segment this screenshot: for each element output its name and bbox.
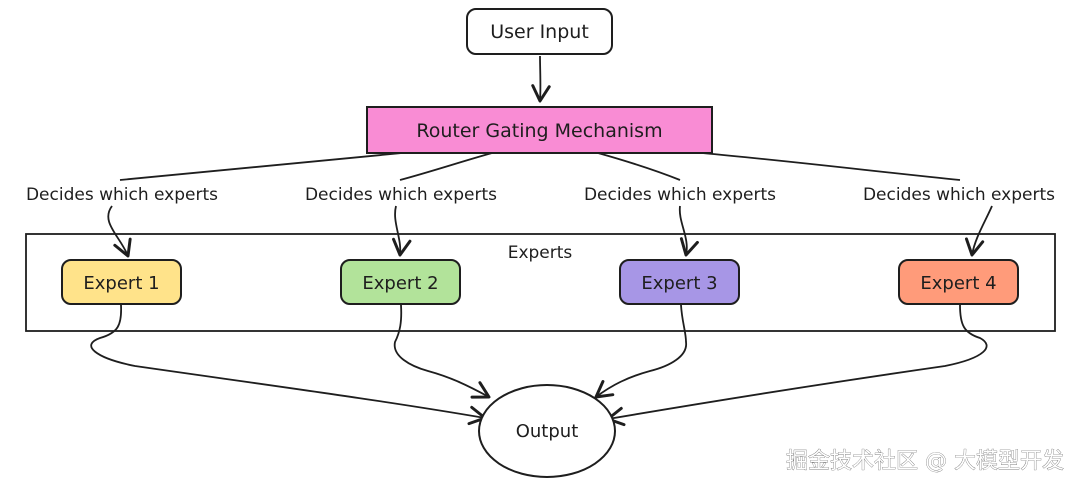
router-box [366, 106, 713, 154]
expert-node-1: Expert 1 [61, 259, 182, 305]
decision-label-2: Decides which experts [305, 185, 497, 205]
user-input-label: User Input [490, 21, 589, 43]
expert-box-4 [898, 259, 1019, 305]
expert-label-2: Expert 2 [362, 273, 438, 294]
output-arrow-3 [594, 304, 687, 399]
connector-2 [399, 152, 493, 181]
decision-arrow-2 [392, 205, 412, 257]
expert-box-2 [340, 259, 461, 305]
decision-arrow-1 [107, 205, 132, 258]
output-node: Output [478, 384, 616, 478]
router-label: Router Gating Mechanism [416, 120, 662, 142]
router-node: Router Gating Mechanism [366, 106, 713, 154]
expert-label-3: Expert 3 [641, 273, 717, 294]
output-ellipse [478, 384, 616, 478]
output-arrow-1 [90, 304, 487, 426]
experts-container [25, 233, 1056, 332]
connector-1 [119, 152, 403, 181]
experts-group: Experts [25, 233, 1056, 332]
connector-4 [701, 152, 961, 181]
router-connectors [119, 152, 961, 181]
output-arrow-2 [393, 304, 491, 399]
expert-label-4: Expert 4 [920, 273, 996, 294]
experts-group-label: Experts [508, 243, 573, 263]
decision-arrow-3 [678, 205, 699, 257]
output-arrows [90, 304, 988, 427]
user-input-box [466, 8, 613, 55]
expert-node-3: Expert 3 [619, 259, 740, 305]
decision-arrow-4 [964, 205, 993, 257]
expert-node-4: Expert 4 [898, 259, 1019, 305]
output-arrow-4 [606, 304, 988, 427]
decision-arrows [107, 205, 993, 258]
expert-box-1 [61, 259, 182, 305]
decision-label-3: Decides which experts [584, 185, 776, 205]
decision-label-1: Decides which experts [26, 185, 218, 205]
expert-label-1: Expert 1 [83, 273, 159, 294]
connector-3 [597, 152, 681, 181]
output-label: Output [516, 421, 579, 442]
user-input-node: User Input [466, 8, 613, 55]
expert-box-3 [619, 259, 740, 305]
expert-node-2: Expert 2 [340, 259, 461, 305]
watermark-text: 掘金技术社区 @ 大模型开发 [786, 449, 1064, 474]
decision-label-4: Decides which experts [863, 185, 1055, 205]
